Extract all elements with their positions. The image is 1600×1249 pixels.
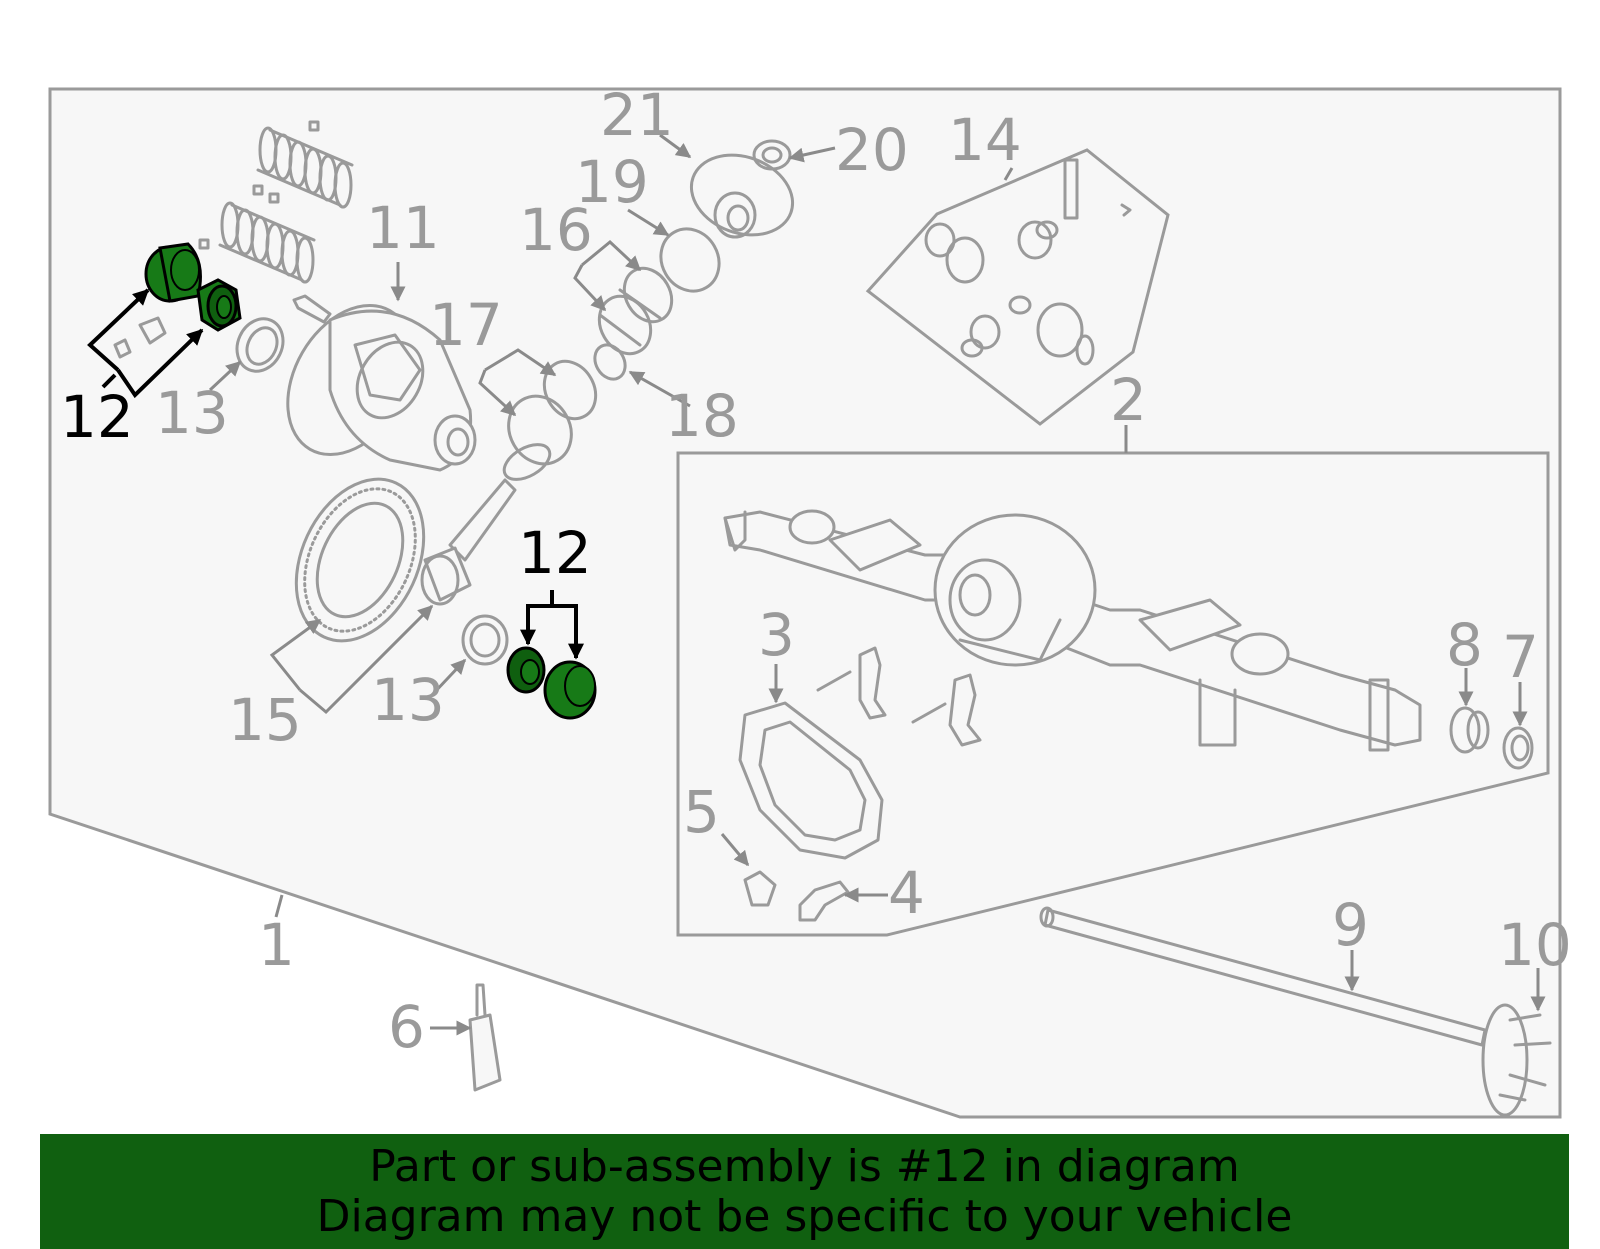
pinion-seal	[659, 227, 721, 293]
callout-7: 7	[1502, 623, 1539, 691]
seal-lower	[461, 614, 509, 666]
shim-stack-upper	[256, 120, 354, 209]
bearing-cone-highlighted-lower	[506, 646, 546, 694]
callout-19: 19	[575, 148, 649, 216]
callout-13-lower: 13	[371, 666, 445, 734]
callout-8: 8	[1446, 611, 1483, 679]
axle-bearing	[1449, 706, 1490, 754]
axle-seal	[1502, 726, 1534, 770]
callout-6: 6	[388, 993, 425, 1061]
callout-16: 16	[519, 196, 593, 264]
callout-18: 18	[665, 382, 739, 450]
differential-cover	[738, 701, 884, 860]
callout-12-upper: 12	[60, 383, 134, 451]
banner-line-2: Diagram may not be specific to your vehi…	[316, 1190, 1293, 1242]
ring-gear	[294, 477, 426, 643]
callout-2: 2	[1110, 366, 1147, 434]
callout-20: 20	[835, 116, 909, 184]
leader-lines-highlighted	[87, 288, 584, 660]
callout-4: 4	[888, 859, 925, 927]
carrier-kit-parts	[924, 158, 1132, 366]
callout-9: 9	[1332, 891, 1369, 959]
shim-stack-lower	[198, 184, 316, 284]
axle-flange	[1481, 1003, 1552, 1117]
callout-3: 3	[758, 601, 795, 669]
fill-plug	[743, 870, 777, 907]
banner-line-1: Part or sub-assembly is #12 in diagram	[369, 1140, 1240, 1192]
callout-11: 11	[366, 194, 440, 262]
callout-labels: 1 2 3 4 5 6 7 8 9 10 11 12 12 13 13 14 1…	[60, 81, 1572, 1061]
cover-bolt	[798, 880, 850, 922]
callout-10: 10	[1498, 911, 1572, 979]
spacer	[593, 343, 627, 381]
info-banner: Part or sub-assembly is #12 in diagram D…	[40, 1134, 1569, 1249]
callout-13-upper: 13	[155, 379, 229, 447]
callout-15: 15	[228, 686, 302, 754]
leader-lines	[208, 133, 1546, 1036]
bearing-cup-highlighted-lower	[543, 660, 597, 720]
bearing-cup-highlighted-upper	[144, 242, 202, 303]
callout-12-lower: 12	[518, 519, 592, 587]
callout-14: 14	[948, 106, 1022, 174]
seal-upper	[235, 317, 285, 373]
callout-5: 5	[683, 778, 720, 846]
differential-case	[286, 303, 477, 472]
callout-21: 21	[600, 81, 674, 149]
axle-housing	[723, 509, 1422, 752]
bearing-caps	[816, 646, 982, 747]
pinion-gear	[420, 478, 517, 606]
bearing-cone-highlighted-upper	[196, 278, 242, 332]
callout-1: 1	[258, 911, 295, 979]
sealant-tube	[468, 983, 502, 1092]
callout-17: 17	[429, 291, 503, 359]
axle-shaft	[1039, 906, 1487, 1047]
